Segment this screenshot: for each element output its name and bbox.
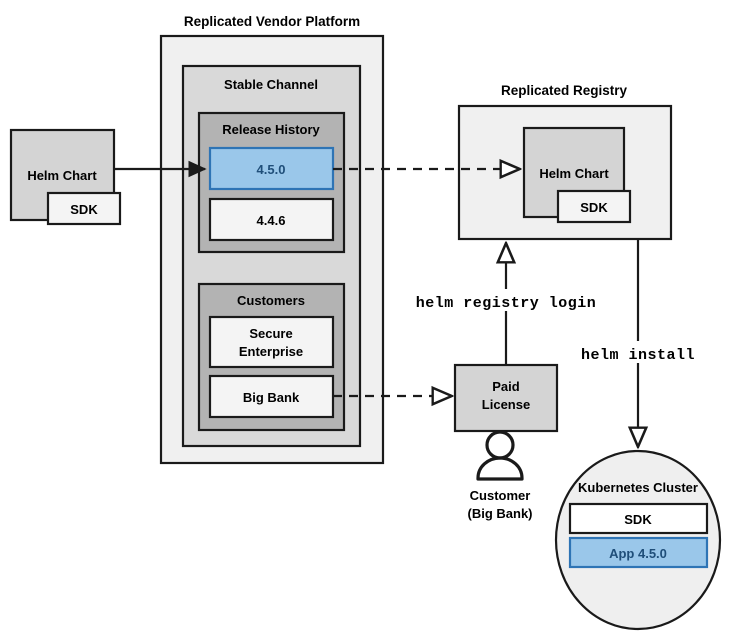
customer-actor-label-line1: Customer bbox=[470, 488, 531, 503]
release-history-label: Release History bbox=[222, 122, 320, 137]
source-helm-chart-node[interactable]: Helm Chart SDK bbox=[9, 128, 122, 226]
cluster-item-sdk[interactable]: SDK bbox=[568, 502, 709, 535]
cluster-app-label: App 4.5.0 bbox=[609, 546, 667, 561]
paid-license-label-line2: License bbox=[482, 397, 530, 412]
person-icon-body bbox=[476, 456, 524, 481]
customer-actor-node: Customer (Big Bank) bbox=[468, 430, 533, 521]
registry-sdk-box bbox=[556, 189, 632, 224]
secure-enterprise-label-line1: Secure bbox=[249, 326, 292, 341]
cluster-item-app[interactable]: App 4.5.0 bbox=[568, 536, 709, 569]
registry-title: Replicated Registry bbox=[501, 83, 628, 98]
vendor-platform-title: Replicated Vendor Platform bbox=[184, 14, 360, 29]
release-item-4-4-6[interactable]: 4.4.6 bbox=[208, 197, 335, 242]
secure-enterprise-box bbox=[208, 315, 335, 369]
release-4-5-0-box bbox=[208, 146, 335, 191]
helm-registry-login-label: helm registry login bbox=[416, 295, 597, 312]
customer-actor-label-line2: (Big Bank) bbox=[468, 506, 533, 521]
release-4-5-0-label: 4.5.0 bbox=[257, 162, 286, 177]
paid-license-node[interactable]: Paid License bbox=[453, 363, 559, 433]
release-4-4-6-label: 4.4.6 bbox=[257, 213, 286, 228]
vendor-platform-container: Stable Channel Release History 4.5.0 4.4… bbox=[159, 34, 385, 465]
kubernetes-cluster-label: Kubernetes Cluster bbox=[578, 480, 698, 495]
registry-helm-chart-label: Helm Chart bbox=[539, 166, 609, 181]
release-4-4-6-box bbox=[208, 197, 335, 242]
source-sdk-label: SDK bbox=[70, 202, 98, 217]
cluster-sdk-box bbox=[568, 502, 709, 535]
person-icon-head bbox=[485, 430, 515, 460]
cluster-sdk-label: SDK bbox=[624, 512, 652, 527]
helm-install-label-bg bbox=[569, 341, 708, 363]
helm-install-label: helm install bbox=[581, 347, 695, 364]
customer-item-secure-enterprise[interactable]: Secure Enterprise bbox=[208, 315, 335, 369]
stable-channel-label: Stable Channel bbox=[224, 77, 318, 92]
helm-registry-login-label-bg bbox=[399, 289, 613, 311]
paid-license-box bbox=[453, 363, 559, 433]
secure-enterprise-label-line2: Enterprise bbox=[239, 344, 303, 359]
source-sdk-box bbox=[46, 191, 122, 226]
paid-license-label-line1: Paid bbox=[492, 379, 520, 394]
big-bank-label: Big Bank bbox=[243, 390, 300, 405]
big-bank-box bbox=[208, 374, 335, 419]
registry-container: Helm Chart SDK bbox=[457, 104, 673, 241]
customers-label: Customers bbox=[237, 293, 305, 308]
registry-sdk-label: SDK bbox=[580, 200, 608, 215]
release-item-4-5-0[interactable]: 4.5.0 bbox=[208, 146, 335, 191]
kubernetes-cluster-node: Kubernetes Cluster SDK App 4.5.0 bbox=[554, 449, 722, 631]
cluster-app-box bbox=[568, 536, 709, 569]
source-helm-chart-label: Helm Chart bbox=[27, 168, 97, 183]
customer-item-big-bank[interactable]: Big Bank bbox=[208, 374, 335, 419]
